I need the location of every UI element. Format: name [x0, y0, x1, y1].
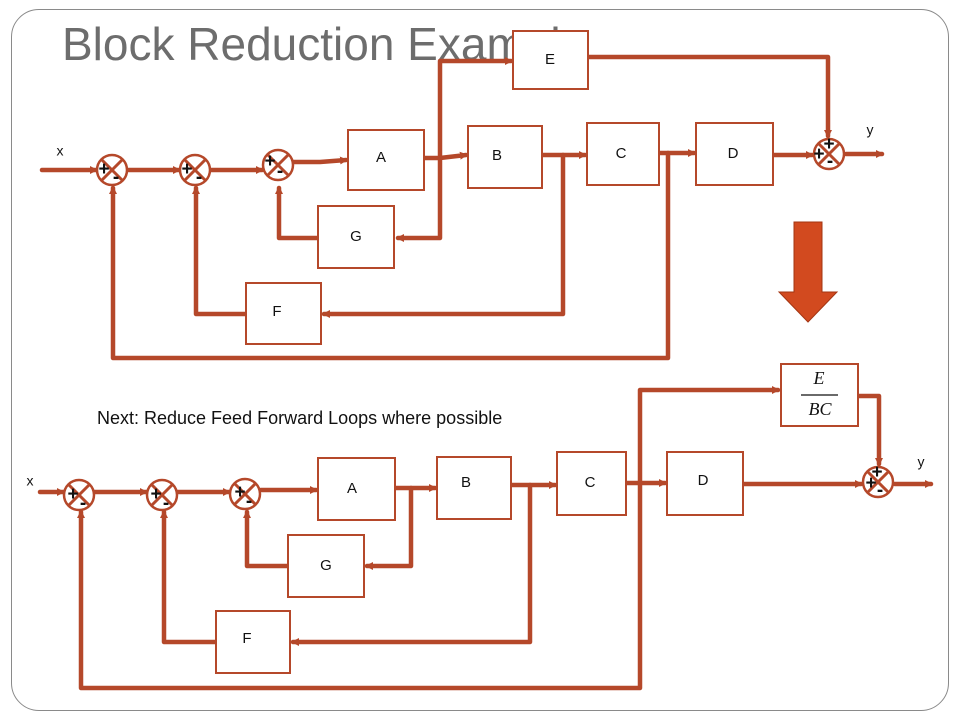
svg-text:+: +: [234, 482, 245, 503]
top-wire-A-G: [395, 155, 443, 242]
svg-text:+: +: [67, 484, 78, 505]
bottom-summing-junction-2: + -: [145, 478, 179, 514]
svg-text:-: -: [163, 493, 169, 514]
top-wire-B-F: [321, 152, 566, 318]
svg-text:-: -: [827, 151, 833, 172]
bottom-block-A: A: [317, 457, 396, 521]
svg-text:+: +: [181, 159, 192, 180]
svg-text:-: -: [80, 493, 86, 514]
svg-text:A: A: [347, 480, 357, 497]
ratio-denominator: BC: [808, 399, 832, 419]
top-summing-junction-3: + -: [261, 148, 295, 182]
bottom-wire-F-sj2: [160, 509, 219, 645]
svg-text:A: A: [376, 149, 386, 166]
svg-text:C: C: [616, 145, 627, 162]
svg-text:F: F: [272, 303, 281, 320]
top-wire-outer-feedback: [109, 150, 671, 361]
bottom-wire-to-ratio: [637, 386, 781, 486]
svg-text:B: B: [461, 474, 471, 491]
bottom-wire-outer-feedback: [77, 480, 643, 691]
next-step-note: Next: Reduce Feed Forward Loops where po…: [97, 408, 502, 428]
svg-text:-: -: [246, 491, 252, 512]
bottom-wire-ratio-sjout: [855, 393, 883, 467]
svg-text:-: -: [277, 161, 283, 182]
top-wire-to-E: [437, 57, 514, 161]
bottom-input-label: x: [27, 473, 34, 489]
top-summing-junction-2: + -: [178, 153, 212, 188]
svg-text:+: +: [98, 159, 109, 180]
bottom-block-ratio: E BC: [780, 363, 859, 427]
bottom-block-D: D: [666, 451, 744, 516]
svg-text:C: C: [585, 474, 596, 491]
svg-text:+: +: [264, 151, 275, 172]
top-wire-F-sj2: [192, 185, 249, 317]
svg-text:-: -: [196, 167, 202, 188]
svg-text:+: +: [871, 462, 882, 483]
bottom-summing-junction-output: + + -: [861, 462, 895, 501]
svg-text:G: G: [350, 228, 362, 245]
bottom-wire-B-F: [290, 482, 533, 646]
bottom-summing-junction-3: + -: [228, 477, 262, 512]
top-block-E: E: [512, 30, 589, 90]
bottom-block-B: B: [436, 456, 512, 520]
bottom-block-G: G: [287, 534, 365, 598]
svg-text:+: +: [865, 473, 876, 494]
top-wire-A-B: [421, 151, 469, 161]
top-block-B: B: [467, 125, 543, 189]
top-block-A: A: [347, 129, 425, 191]
top-summing-junction-1: + -: [95, 153, 129, 188]
svg-text:-: -: [113, 167, 119, 188]
svg-text:+: +: [813, 144, 824, 165]
top-block-C: C: [586, 122, 660, 186]
svg-text:E: E: [545, 51, 555, 68]
down-arrow-icon: [777, 221, 839, 323]
bottom-summing-junction-1: + -: [62, 478, 96, 514]
top-input-label: x: [57, 143, 64, 159]
top-wire-sj3-A: [291, 156, 349, 165]
svg-text:D: D: [728, 145, 739, 162]
top-wire-E-sjout: [585, 54, 832, 139]
bottom-block-F: F: [215, 610, 291, 674]
bottom-wire-G-sj3: [243, 509, 291, 569]
top-block-D: D: [695, 122, 774, 186]
top-output-label: y: [867, 122, 874, 138]
top-summing-junction-output: + + -: [812, 134, 846, 172]
bottom-block-C: C: [556, 451, 627, 516]
ratio-numerator: E: [813, 368, 825, 388]
svg-text:B: B: [492, 147, 502, 164]
svg-text:-: -: [877, 480, 883, 501]
slide-frame: [11, 9, 949, 711]
svg-text:+: +: [823, 134, 834, 155]
svg-text:G: G: [320, 557, 332, 574]
top-diagram: E A B C D G F +: [39, 30, 885, 361]
top-block-F: F: [245, 282, 322, 345]
svg-text:+: +: [150, 484, 161, 505]
bottom-diagram: E BC A B C D G F: [27, 363, 934, 691]
top-wire-G-sj3: [275, 185, 321, 241]
svg-text:F: F: [242, 630, 251, 647]
top-block-G: G: [317, 205, 395, 269]
svg-text:D: D: [698, 472, 709, 489]
bottom-wire-A-G: [364, 485, 414, 570]
bottom-output-label: y: [918, 454, 925, 470]
